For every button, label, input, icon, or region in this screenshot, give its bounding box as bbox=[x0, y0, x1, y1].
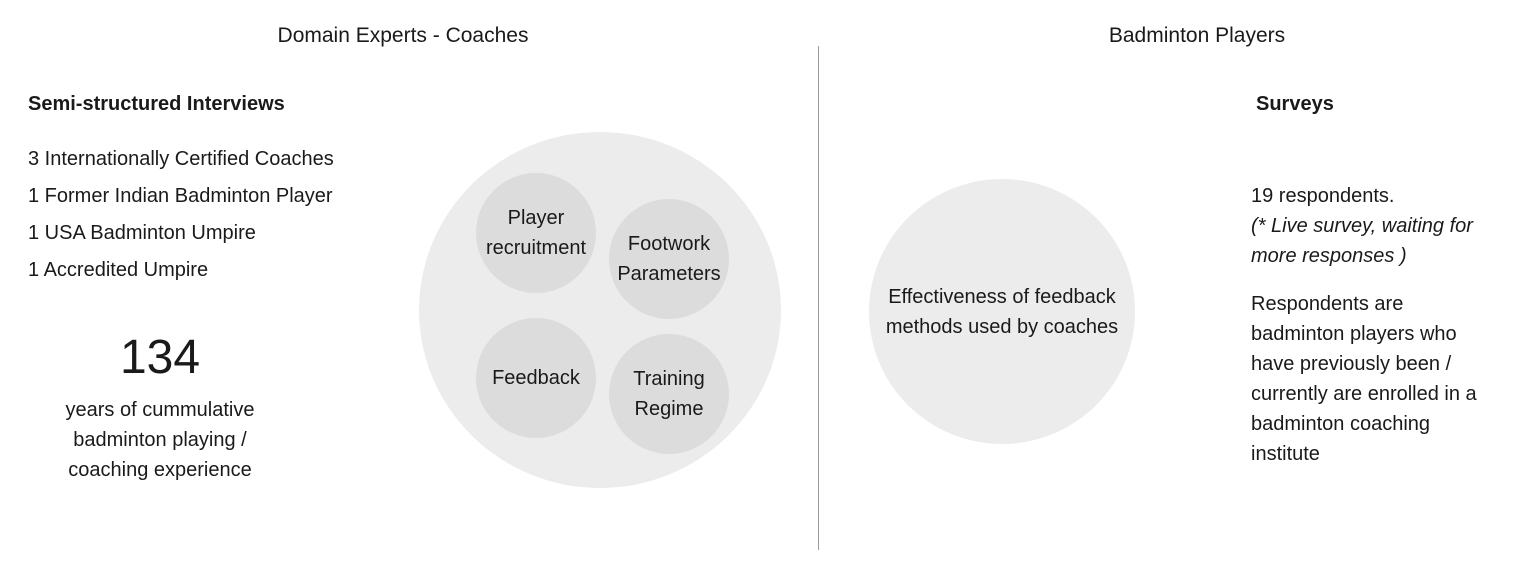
topic-label: Feedback bbox=[492, 367, 580, 389]
topic-feedback: Feedback bbox=[476, 318, 596, 438]
expert-item: 1 Former Indian Badminton Player bbox=[28, 185, 333, 207]
respondents-description: Respondents are badminton players who ha… bbox=[1251, 289, 1526, 469]
surveys-heading: Surveys bbox=[1256, 93, 1334, 115]
expert-list: 3 Internationally Certified Coaches 1 Fo… bbox=[28, 145, 334, 293]
topic-label: recruitment bbox=[485, 237, 587, 259]
expert-item: 1 Accredited Umpire bbox=[28, 259, 209, 281]
topic-footwork-parameters: Footwork Parameters bbox=[609, 199, 729, 319]
live-survey-note: (* Live survey, waiting for bbox=[1251, 215, 1473, 237]
description-line: currently are enrolled in a bbox=[1251, 383, 1477, 405]
experience-caption-line: coaching experience bbox=[68, 459, 252, 481]
survey-topic-circle: Effectiveness of feedback methods used b… bbox=[869, 179, 1135, 444]
experience-years-number: 134 bbox=[119, 331, 201, 384]
description-line: Respondents are bbox=[1251, 293, 1404, 315]
respondents-info: 19 respondents. (* Live survey, waiting … bbox=[1251, 181, 1526, 271]
interviews-heading: Semi-structured Interviews bbox=[28, 93, 285, 115]
topic-label: Player bbox=[507, 207, 565, 229]
experience-caption: years of cummulative badminton playing /… bbox=[20, 395, 300, 485]
survey-topic-label: Effectiveness of feedback bbox=[888, 285, 1116, 308]
experience-caption-line: badminton playing / bbox=[73, 429, 247, 451]
description-line: institute bbox=[1251, 443, 1320, 465]
coaches-section-title: Domain Experts - Coaches bbox=[277, 24, 529, 47]
survey-topic-label: methods used by coaches bbox=[885, 315, 1119, 338]
topic-label: Training bbox=[633, 368, 705, 390]
topic-label: Parameters bbox=[617, 263, 721, 285]
respondents-count: 19 respondents. bbox=[1251, 185, 1395, 207]
interview-topics-circle bbox=[419, 132, 781, 488]
section-divider bbox=[818, 46, 819, 550]
experience-caption-line: years of cummulative bbox=[65, 399, 255, 421]
description-line: badminton players who bbox=[1251, 323, 1457, 345]
topic-training-regime: Training Regime bbox=[609, 334, 729, 454]
live-survey-note: more responses ) bbox=[1251, 245, 1407, 267]
topic-label: Footwork bbox=[627, 233, 711, 255]
description-line: have previously been / bbox=[1251, 353, 1452, 375]
topic-label: Regime bbox=[634, 398, 704, 420]
description-line: badminton coaching bbox=[1251, 413, 1431, 435]
topic-player-recruitment: Player recruitment bbox=[476, 173, 596, 293]
players-section-title: Badminton Players bbox=[1108, 24, 1286, 47]
expert-item: 3 Internationally Certified Coaches bbox=[28, 148, 334, 170]
expert-item: 1 USA Badminton Umpire bbox=[28, 222, 256, 244]
